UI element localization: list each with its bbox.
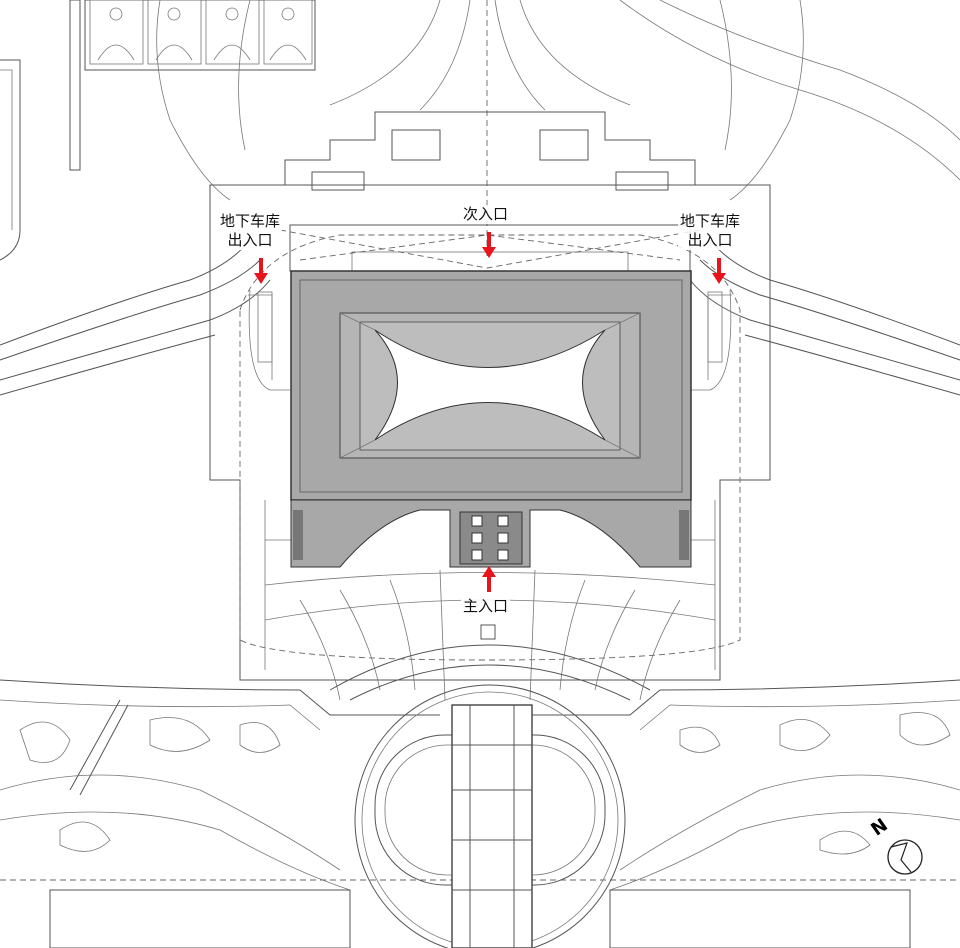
garage-entrance-label-right: 地下车库 出入口: [678, 212, 743, 250]
up-arrow-icon: [482, 566, 496, 592]
label-line: 地下车库: [680, 212, 741, 230]
running-track: [0, 0, 81, 261]
secondary-entrance-label: 次入口: [461, 205, 511, 224]
roads: [0, 0, 960, 396]
main-entrance-label: 主入口: [461, 597, 511, 616]
north-arrow-icon: [887, 839, 923, 875]
label-line: 出入口: [687, 231, 733, 249]
down-arrow-icon: [254, 258, 268, 284]
stadium: [354, 684, 626, 948]
label-line: 出入口: [227, 231, 273, 249]
down-arrow-icon: [712, 258, 726, 284]
basketball-courts: [84, 0, 316, 71]
label-line: 地下车库: [220, 212, 281, 230]
arena-building: [290, 270, 692, 568]
landscape-belt: [0, 679, 960, 948]
garage-entrance-label-left: 地下车库 出入口: [218, 212, 283, 250]
down-arrow-icon: [482, 232, 496, 258]
